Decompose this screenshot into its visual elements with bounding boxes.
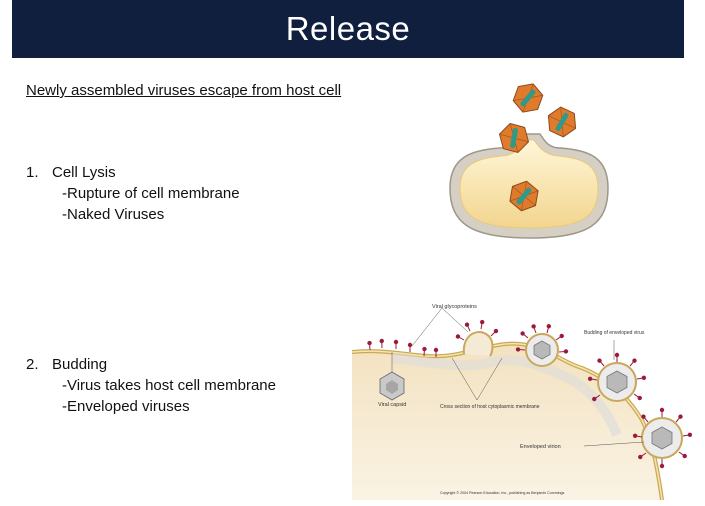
section-heading: 2. Budding [26,354,276,375]
section-cell-lysis: 1. Cell Lysis -Rupture of cell membrane -… [26,162,240,225]
slide-title: Release [285,10,411,47]
budding-virus-early [454,319,500,357]
title-bar: Release [12,0,684,58]
viral-capsid-icon [379,352,405,401]
section-heading: 1. Cell Lysis [26,162,240,183]
section-budding: 2. Budding -Virus takes host cell membran… [26,354,276,417]
label-glycoproteins: Viral glycoproteins [432,304,477,310]
icosahedral-virus-icon [512,83,544,113]
icosahedral-virus-icon [547,106,577,138]
bullet-point: -Enveloped viruses [62,398,190,415]
label-virion: Enveloped virion [520,444,561,450]
section-number: 1. [26,164,39,181]
label-membrane: Cross section of host cytoplasmic membra… [440,404,540,410]
section-title: Budding [52,356,108,373]
budding-illustration: Viral glycoproteins Budding of enveloped… [352,300,702,500]
slide-subtitle: Newly assembled viruses escape from host… [26,82,342,99]
section-number: 2. [26,356,39,373]
label-capsid: Viral capsid [378,402,406,408]
figure-copyright: Copyright © 2004 Pearson Education, Inc.… [440,491,565,495]
label-budding: Budding of enveloped virus [584,330,645,336]
bullet-point: -Naked Viruses [62,206,165,223]
icosahedral-virus-icon [498,122,530,154]
bullet-point: -Rupture of cell membrane [62,185,240,202]
cell-lysis-illustration [449,83,609,239]
enveloped-virus-icon [632,407,693,469]
section-title: Cell Lysis [52,164,116,181]
budding-virus-mid [515,323,569,367]
icosahedral-virus-icon [509,180,539,212]
bullet-point: -Virus takes host cell membrane [62,377,276,394]
enveloped-virus-icon [587,352,647,403]
